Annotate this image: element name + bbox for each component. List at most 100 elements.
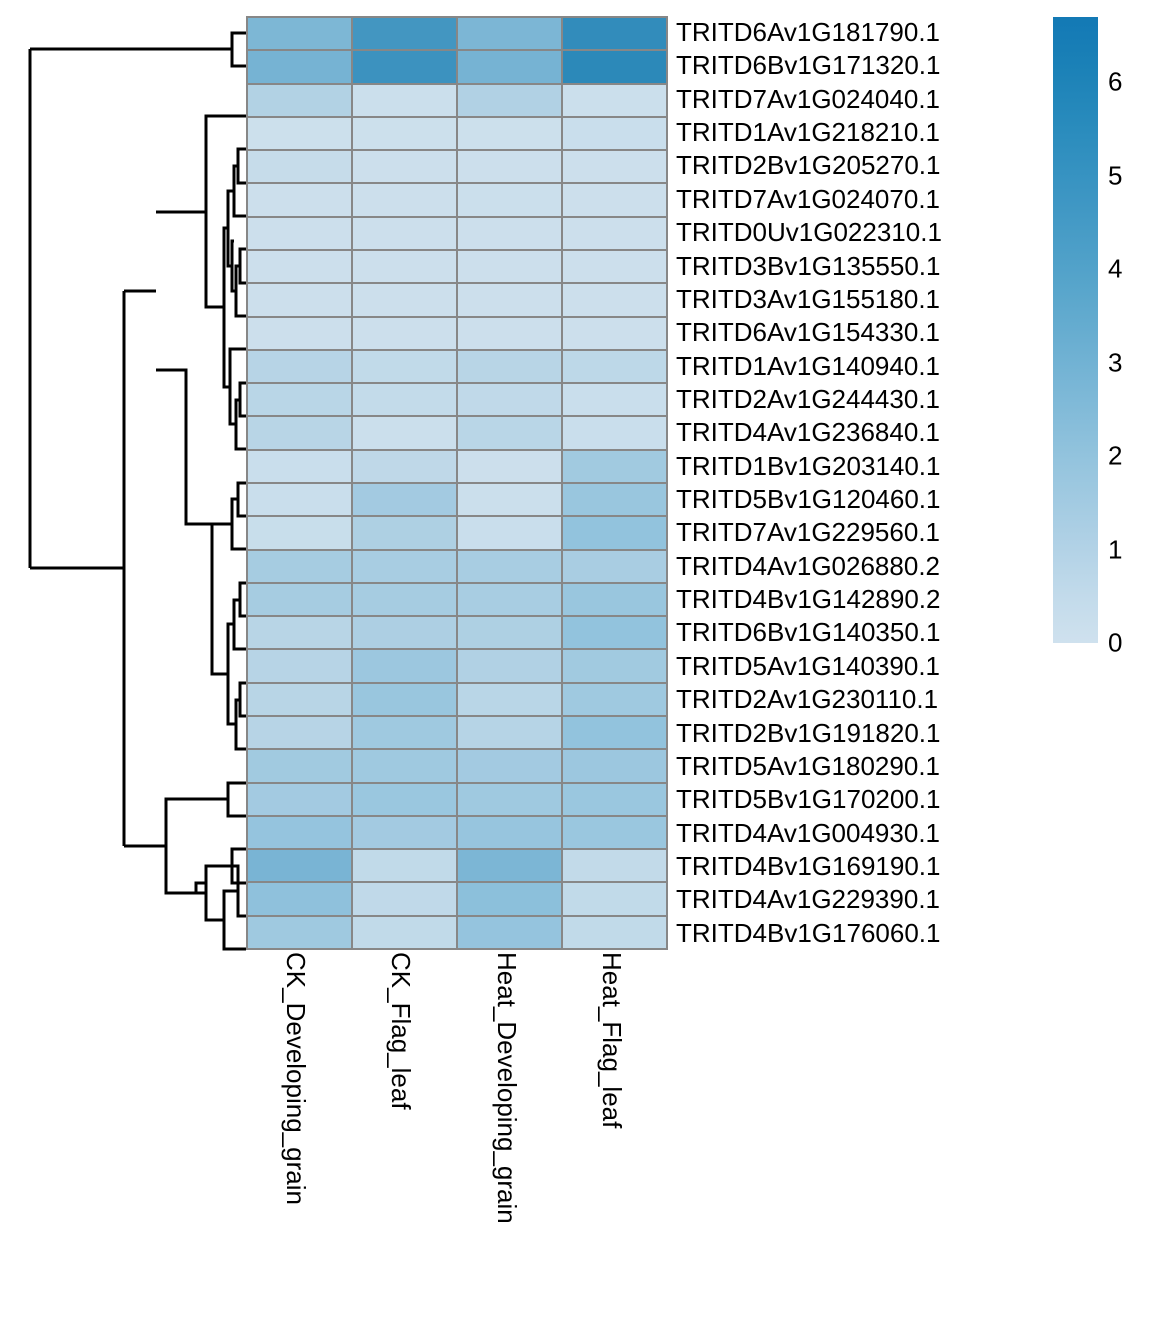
heatmap-cell bbox=[353, 250, 456, 283]
heatmap-cell bbox=[563, 450, 666, 482]
colorbar-gradient bbox=[1053, 17, 1098, 643]
heatmap-cell bbox=[563, 617, 666, 649]
heatmap-cell bbox=[563, 850, 666, 882]
heatmap-cell bbox=[563, 650, 666, 682]
heatmap-cell bbox=[353, 783, 456, 815]
heatmap-cell bbox=[458, 350, 561, 383]
heatmap-cell bbox=[248, 716, 351, 749]
heatmap-cell bbox=[248, 450, 351, 482]
heatmap-cell bbox=[353, 517, 456, 549]
row-label: TRITD5Av1G140390.1 bbox=[676, 650, 940, 681]
heatmap-cell bbox=[458, 550, 561, 582]
heatmap-cell bbox=[353, 750, 456, 782]
heatmap-cell bbox=[458, 916, 561, 948]
heatmap-cell bbox=[248, 117, 351, 150]
heatmap-cell bbox=[353, 51, 456, 83]
heatmap-cell bbox=[563, 317, 666, 349]
heatmap-cell bbox=[458, 850, 561, 882]
row-label: TRITD2Av1G230110.1 bbox=[676, 684, 939, 715]
heatmap-cell bbox=[458, 250, 561, 283]
heatmap-cell bbox=[563, 284, 666, 316]
heatmap-cell bbox=[563, 417, 666, 449]
heatmap-cell bbox=[353, 883, 456, 915]
row-label: TRITD7Av1G024040.1 bbox=[676, 83, 940, 114]
row-label: TRITD2Av1G244430.1 bbox=[676, 383, 940, 414]
heatmap-cell bbox=[458, 716, 561, 749]
heatmap-cell bbox=[563, 683, 666, 715]
heatmap-cell bbox=[353, 916, 456, 948]
heatmap-cell bbox=[458, 18, 561, 50]
heatmap-cell bbox=[248, 883, 351, 915]
heatmap-cell bbox=[248, 151, 351, 183]
heatmap-cell bbox=[458, 51, 561, 83]
row-label: TRITD5Av1G180290.1 bbox=[676, 750, 940, 781]
heatmap-cell bbox=[458, 450, 561, 482]
colorbar-tick-label: 2 bbox=[1108, 440, 1123, 471]
heatmap-cell bbox=[353, 151, 456, 183]
column-label: CK_Flag_leaf bbox=[386, 952, 417, 1110]
heatmap-cell bbox=[458, 184, 561, 216]
heatmap-cell bbox=[458, 750, 561, 782]
heatmap-cell bbox=[248, 816, 351, 849]
heatmap-cell bbox=[248, 583, 351, 616]
heatmap-cell bbox=[248, 783, 351, 815]
heatmap-cell bbox=[248, 350, 351, 383]
row-label: TRITD4Av1G236840.1 bbox=[676, 417, 940, 448]
row-label: TRITD4Bv1G169190.1 bbox=[676, 850, 941, 881]
heatmap-cell bbox=[563, 750, 666, 782]
heatmap-cell bbox=[458, 650, 561, 682]
row-label: TRITD6Av1G181790.1 bbox=[676, 17, 940, 47]
heatmap-cell bbox=[353, 18, 456, 50]
heatmap-grid bbox=[246, 16, 668, 950]
row-label: TRITD1Bv1G203140.1 bbox=[676, 450, 941, 481]
heatmap-cell bbox=[248, 51, 351, 83]
row-label: TRITD7Av1G229560.1 bbox=[676, 517, 940, 548]
colorbar-tick-label: 3 bbox=[1108, 347, 1123, 378]
heatmap-cell bbox=[458, 384, 561, 416]
row-label: TRITD4Bv1G142890.2 bbox=[676, 584, 941, 615]
heatmap-cell bbox=[248, 217, 351, 249]
heatmap-cell bbox=[563, 483, 666, 516]
heatmap-cell bbox=[248, 617, 351, 649]
heatmap-cell bbox=[353, 350, 456, 383]
heatmap-cell bbox=[563, 117, 666, 150]
heatmap-cell bbox=[248, 84, 351, 116]
heatmap-cell bbox=[248, 284, 351, 316]
heatmap-cell bbox=[563, 816, 666, 849]
heatmap-cell bbox=[458, 783, 561, 815]
heatmap-cell bbox=[563, 18, 666, 50]
row-label: TRITD3Av1G155180.1 bbox=[676, 283, 940, 314]
row-label: TRITD1Av1G140940.1 bbox=[676, 350, 940, 381]
heatmap-cell bbox=[563, 550, 666, 582]
row-label: TRITD3Bv1G135550.1 bbox=[676, 250, 941, 281]
heatmap-cell bbox=[563, 916, 666, 948]
heatmap-cell bbox=[353, 617, 456, 649]
heatmap-cell bbox=[458, 284, 561, 316]
heatmap-cell bbox=[563, 84, 666, 116]
heatmap-cell bbox=[353, 417, 456, 449]
colorbar-tick-label: 1 bbox=[1108, 534, 1123, 565]
row-label: TRITD0Uv1G022310.1 bbox=[676, 217, 942, 248]
heatmap-cell bbox=[458, 483, 561, 516]
heatmap-cell bbox=[353, 583, 456, 616]
heatmap-cell bbox=[248, 683, 351, 715]
heatmap-cell bbox=[248, 650, 351, 682]
row-label: TRITD7Av1G024070.1 bbox=[676, 183, 940, 214]
heatmap-cell bbox=[563, 151, 666, 183]
heatmap-cell bbox=[353, 117, 456, 150]
heatmap-cell bbox=[563, 350, 666, 383]
row-label: TRITD6Bv1G140350.1 bbox=[676, 617, 941, 648]
heatmap-cell bbox=[458, 117, 561, 150]
row-label: TRITD4Av1G229390.1 bbox=[676, 884, 940, 915]
heatmap-cell bbox=[458, 883, 561, 915]
heatmap-cell bbox=[248, 250, 351, 283]
row-label: TRITD2Bv1G205270.1 bbox=[676, 150, 941, 181]
heatmap-cell bbox=[248, 550, 351, 582]
heatmap-cell bbox=[248, 317, 351, 349]
row-dendrogram bbox=[28, 31, 246, 951]
heatmap-cell bbox=[458, 816, 561, 849]
heatmap-cell bbox=[458, 151, 561, 183]
heatmap-cell bbox=[353, 384, 456, 416]
